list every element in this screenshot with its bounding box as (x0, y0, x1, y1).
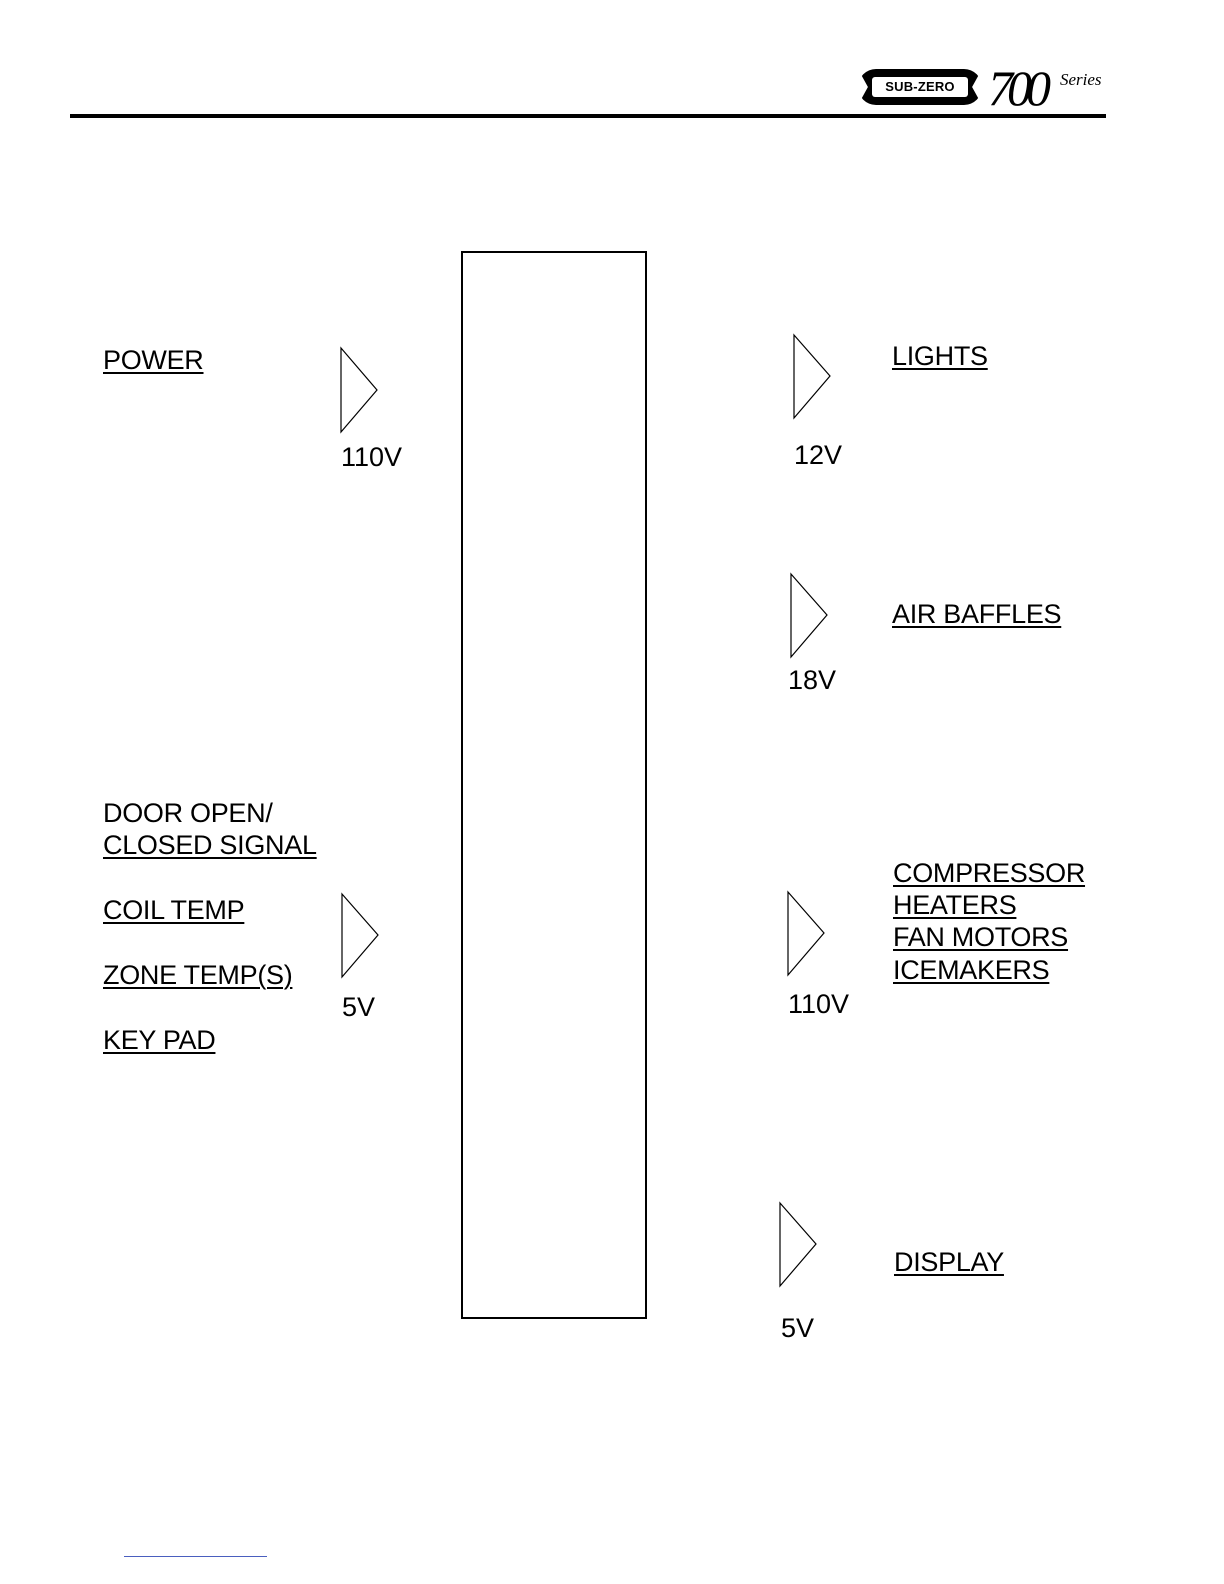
key-pad-label: KEY PAD (103, 1024, 215, 1056)
air-baffles-arrow-icon (790, 573, 830, 659)
power-voltage: 110V (341, 441, 402, 473)
loads-arrow-icon (787, 891, 827, 977)
compressor-label: COMPRESSOR (893, 857, 1085, 889)
logo-series-script: Series (1060, 70, 1102, 90)
footer-link-line (124, 1556, 267, 1557)
door-signal-label-line2: CLOSED SIGNAL (103, 829, 317, 861)
lights-label: LIGHTS (892, 340, 988, 372)
air-baffles-label: AIR BAFFLES (892, 598, 1061, 630)
icemakers-label: ICEMAKERS (893, 954, 1049, 986)
logo-badge-text: SUB-ZERO (872, 77, 968, 97)
signals-arrow-icon (341, 893, 381, 979)
lights-voltage: 12V (794, 439, 842, 471)
power-label: POWER (103, 344, 204, 376)
coil-temp-label: COIL TEMP (103, 894, 244, 926)
signals-voltage: 5V (342, 991, 375, 1023)
control-board-box (461, 251, 647, 1319)
loads-voltage: 110V (788, 988, 849, 1020)
header-rule (70, 114, 1106, 118)
power-arrow-icon (340, 347, 380, 433)
heaters-label: HEATERS (893, 889, 1016, 921)
zone-temps-label: ZONE TEMP(S) (103, 959, 292, 991)
air-baffles-voltage: 18V (788, 664, 836, 696)
fan-motors-label: FAN MOTORS (893, 921, 1068, 953)
logo-700-script: 700 (988, 60, 1045, 116)
lights-arrow-icon (793, 334, 833, 420)
door-signal-label-line1: DOOR OPEN/ (103, 797, 273, 829)
display-label: DISPLAY (894, 1246, 1004, 1278)
sub-zero-logo-badge: SUB-ZERO (858, 67, 982, 107)
display-voltage: 5V (781, 1312, 814, 1344)
display-arrow-icon (779, 1202, 819, 1288)
